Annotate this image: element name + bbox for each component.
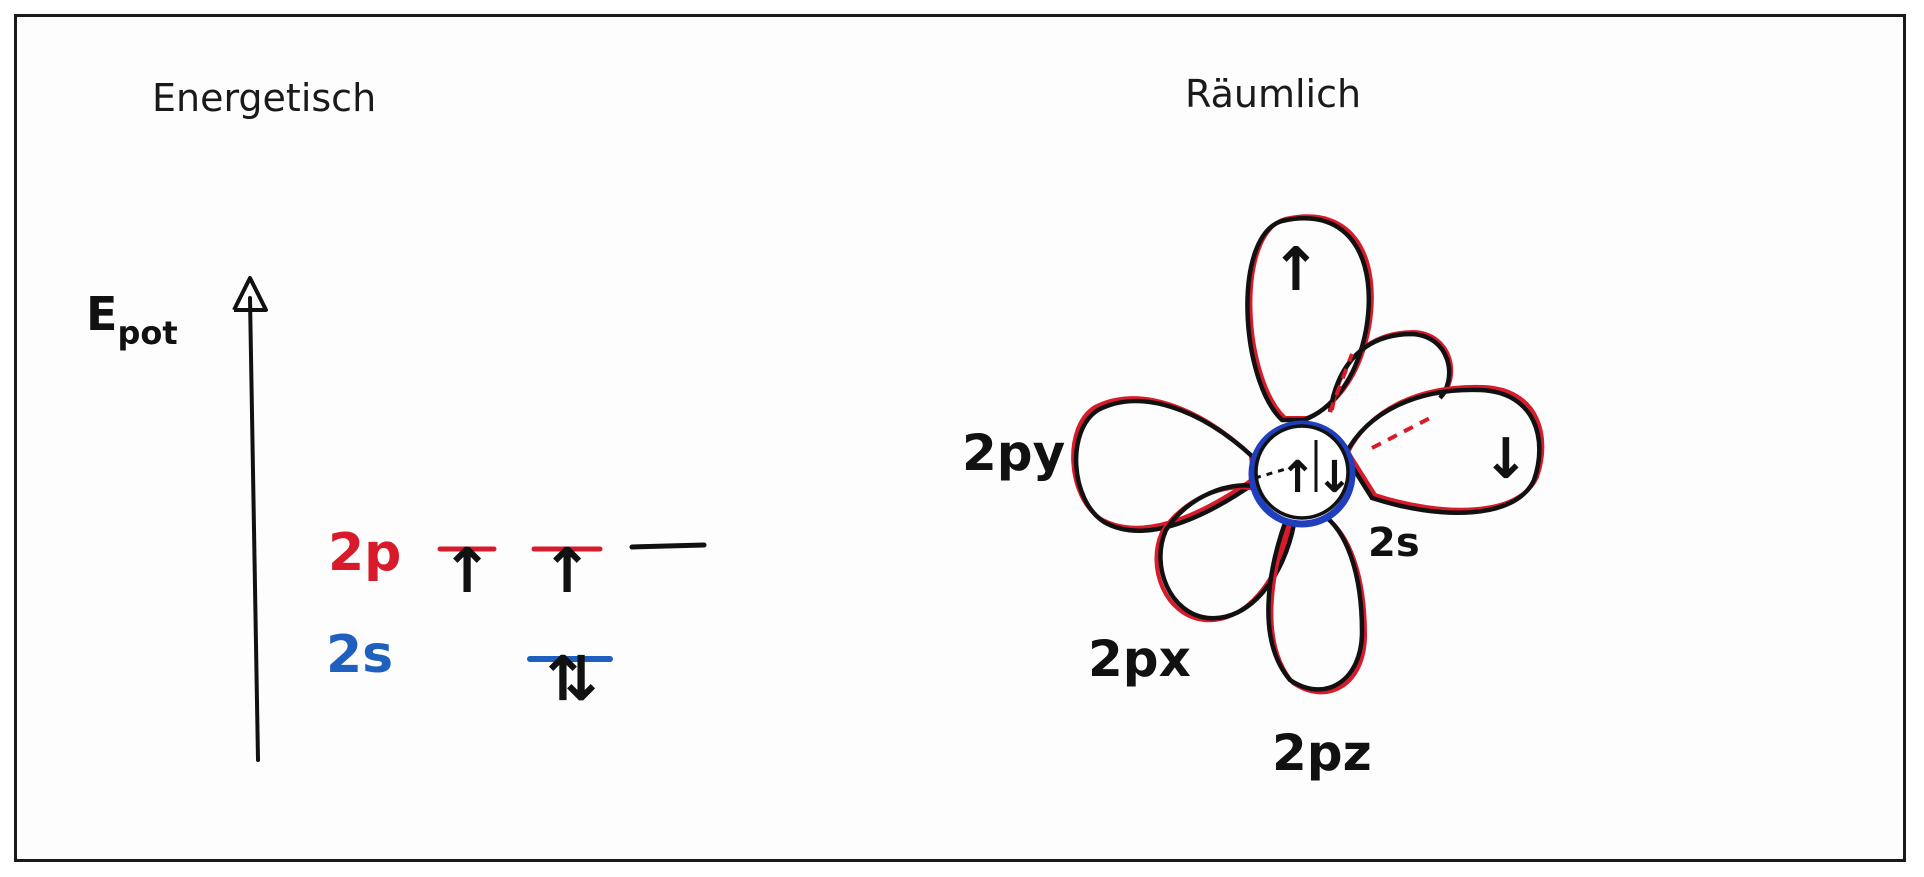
level-2p-orbitals: ↑ ↑ xyxy=(437,534,707,607)
right-lobe-electron: ↓ xyxy=(1483,427,1530,492)
s-orbital xyxy=(1248,420,1356,528)
orbital-model xyxy=(1071,214,1545,695)
orbital-2p-3-line xyxy=(629,542,707,550)
energy-axis-label: Epot xyxy=(86,287,178,352)
level-2p-label: 2p xyxy=(328,523,401,583)
electron-2p-2: ↑ xyxy=(541,534,593,607)
label-2py: 2py xyxy=(962,424,1065,482)
top-lobe-electron: ↑ xyxy=(1271,235,1321,305)
lobe-back xyxy=(1330,330,1454,411)
energetic-heading: Energetisch xyxy=(152,76,377,120)
spatial-heading: Räumlich xyxy=(1185,72,1362,116)
center-electron-pair: ↑↓ xyxy=(1279,452,1353,503)
level-2s-label: 2s xyxy=(326,625,393,685)
electron-2p-1: ↑ xyxy=(441,534,493,607)
electron-pair-2s: ⇅ xyxy=(546,642,598,715)
diagram-frame xyxy=(14,14,1906,862)
lobe-left xyxy=(1071,396,1255,530)
energy-axis xyxy=(232,276,268,762)
label-2s: 2s xyxy=(1368,520,1420,566)
label-2px: 2px xyxy=(1088,630,1191,688)
level-2s-orbitals: ⇅ xyxy=(527,642,613,715)
label-2pz: 2pz xyxy=(1272,724,1372,782)
